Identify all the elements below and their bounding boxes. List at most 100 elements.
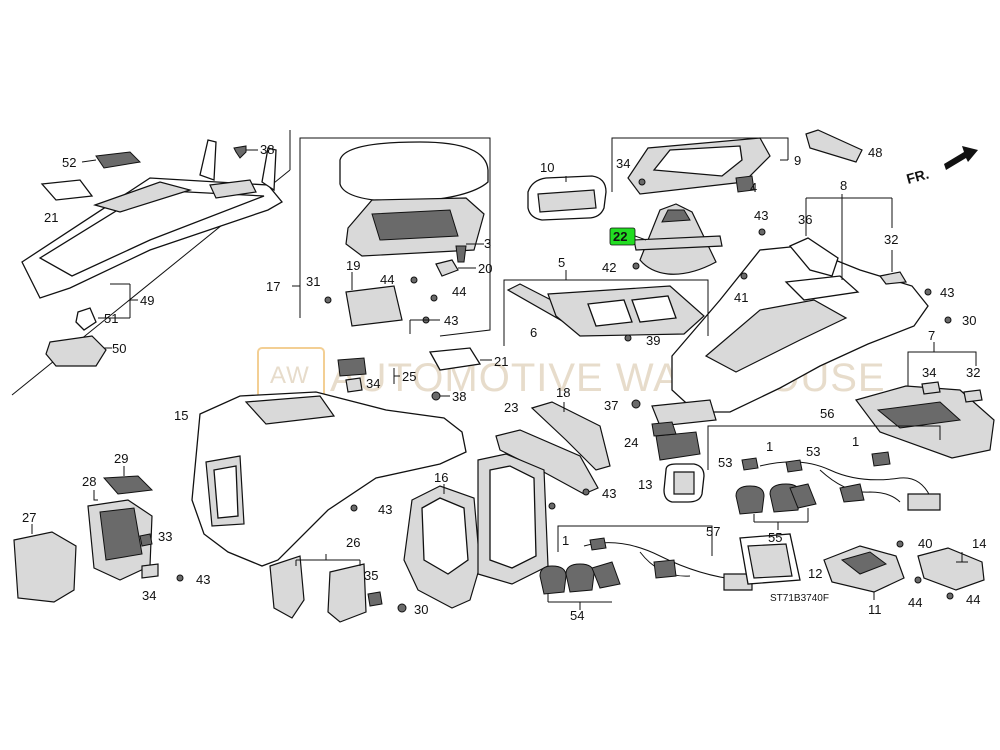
part-number-label: 30 — [962, 313, 976, 328]
screw-part — [324, 296, 332, 304]
part-number-label: 51 — [104, 311, 118, 326]
part-number-label: 53 — [806, 444, 820, 459]
part-number-label: 9 — [794, 153, 801, 168]
screw-part-44 — [430, 294, 438, 302]
wiring-group-56 — [707, 425, 941, 530]
group-border-line — [611, 137, 789, 192]
part-number-label: 42 — [602, 260, 616, 275]
part-number-label: 40 — [918, 536, 932, 551]
part-number-label: 19 — [346, 258, 360, 273]
part-number-label: 27 — [22, 510, 36, 525]
clip-part-32 — [963, 389, 983, 403]
part-labels: 52 21 38 49 51 50 17 31 19 44 44 3 20 43… — [22, 142, 986, 623]
part-number-label: 43 — [602, 486, 616, 501]
cap-part-21 — [40, 179, 94, 201]
watermark-badge: AW — [270, 362, 310, 389]
screw-part-34 — [638, 178, 646, 186]
part-number-label: 4 — [750, 180, 757, 195]
part-number-label: 16 — [434, 470, 448, 485]
screw-part-44 — [946, 592, 954, 600]
bracket-part-26 — [327, 563, 367, 623]
part-number-label: 34 — [922, 365, 936, 380]
connector-part — [653, 559, 677, 579]
part-number-label: 57 — [706, 524, 720, 539]
part-number-label: 52 — [62, 155, 76, 170]
clip-part-38 — [233, 145, 247, 159]
part-number-label: 54 — [570, 608, 584, 623]
leader-line — [956, 552, 968, 563]
clip-part-34 — [345, 377, 363, 393]
part-number-label: 20 — [478, 261, 492, 276]
part-number-label: 1 — [766, 439, 773, 454]
part-number-label: 21 — [494, 354, 508, 369]
group-border-line — [907, 351, 977, 412]
part-number-label: 48 — [868, 145, 882, 160]
part-number-label: 43 — [196, 572, 210, 587]
frame-bracket-inner — [489, 465, 537, 569]
part-number-label: 33 — [158, 529, 172, 544]
part-number-label: 30 — [414, 602, 428, 617]
group-border-line — [557, 525, 713, 556]
pocket-group — [854, 342, 995, 459]
part-number-label: 35 — [364, 568, 378, 583]
armrest-lid-part — [339, 141, 489, 203]
part-number-label: 41 — [734, 290, 748, 305]
bracket-part-23 — [495, 429, 599, 495]
part-number-label: 23 — [504, 400, 518, 415]
part-number-label: 24 — [624, 435, 638, 450]
screw-part-30 — [397, 603, 407, 613]
part-number-label: 38 — [452, 389, 466, 404]
armrest-group — [292, 137, 491, 337]
shift-boot-top — [661, 209, 691, 223]
leader-line — [634, 235, 647, 241]
rear-console-recess — [93, 181, 193, 213]
part-number-label: 28 — [82, 474, 96, 489]
part-number-label: 53 — [718, 455, 732, 470]
part-number-label: 39 — [646, 333, 660, 348]
wiring-harness-line — [583, 542, 741, 581]
socket-part-54 — [565, 563, 595, 593]
part-number-label: 38 — [260, 142, 274, 157]
part-number-label: 17 — [266, 279, 280, 294]
part-number-label: 55 — [768, 530, 782, 545]
clip-part-33 — [139, 533, 153, 547]
clip-part-32 — [878, 271, 908, 285]
latch-part-19 — [345, 285, 403, 327]
connector-part — [871, 451, 891, 467]
screw-part-39 — [624, 334, 632, 342]
socket-part-55 — [789, 483, 817, 509]
part-number-label: 43 — [378, 502, 392, 517]
wiring-group-57 — [539, 525, 753, 610]
bracket-part-51 — [75, 307, 97, 331]
connector-part — [907, 493, 941, 511]
switch-part-24 — [655, 431, 701, 461]
part-number-label: 15 — [174, 408, 188, 423]
plate-inner-12 — [747, 543, 793, 579]
switch-part-24 — [651, 421, 677, 437]
bracket-part-26 — [269, 555, 305, 619]
part-number-label: 7 — [928, 328, 935, 343]
rear-console-post — [199, 139, 217, 181]
part-number-label: 1 — [562, 533, 569, 548]
bracket-group-18 — [495, 401, 611, 496]
panel-group-28 — [13, 466, 184, 603]
rear-console-switch-panel — [209, 179, 257, 199]
lower-right-group — [739, 533, 985, 600]
cover-part-27 — [13, 531, 77, 603]
part-number-label: 32 — [966, 365, 980, 380]
clip-part-35 — [367, 591, 383, 607]
front-direction-indicator: FR. — [905, 146, 978, 187]
front-direction-label: FR. — [905, 166, 931, 187]
group-border-line — [299, 137, 491, 337]
highlighted-part-marker — [609, 227, 636, 246]
cap-part-21 — [428, 347, 482, 371]
trim-part-48 — [805, 129, 863, 163]
shift-boot-group — [527, 129, 863, 275]
pocket-recess — [876, 401, 962, 429]
clip-part-3 — [455, 245, 467, 263]
group-border-line — [503, 279, 709, 346]
part-number-label: 13 — [638, 477, 652, 492]
screw-part-43 — [548, 502, 556, 510]
socket-part-55 — [735, 485, 765, 515]
